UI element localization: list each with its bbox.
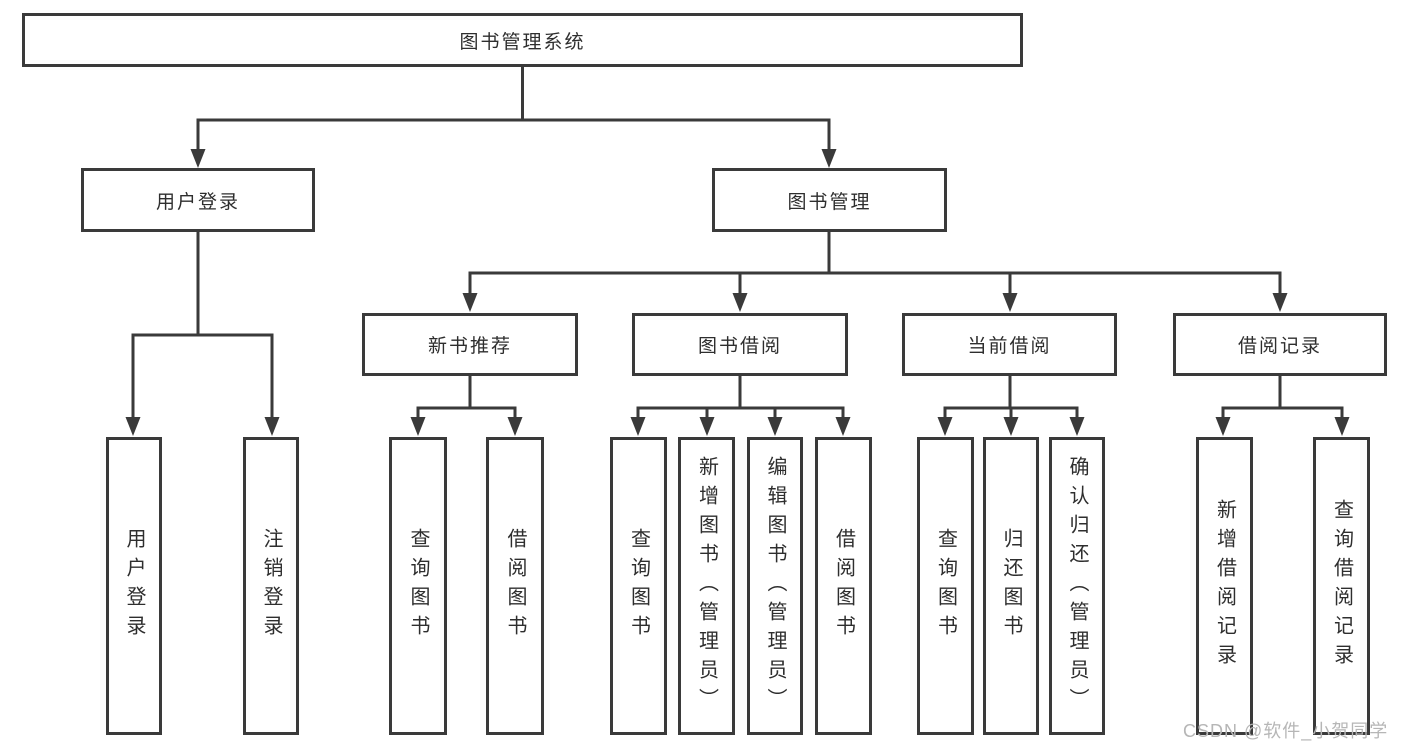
leaf-query-borrow-record: 查询借阅记录 (1313, 437, 1370, 735)
node-book-borrowing: 图书借阅 (632, 313, 848, 376)
leaf-user-login: 用户登录 (106, 437, 162, 735)
node-borrow-records: 借阅记录 (1173, 313, 1387, 376)
leaf-add-borrow-record: 新增借阅记录 (1196, 437, 1253, 735)
leaf-edit-books-admin: 编辑图书（管理员） (747, 437, 803, 735)
leaf-return-books: 归还图书 (983, 437, 1039, 735)
leaf-borrow-books-borrowing: 借阅图书 (815, 437, 872, 735)
node-library-management-system: 图书管理系统 (22, 13, 1023, 67)
leaf-borrow-books-recommend: 借阅图书 (486, 437, 544, 735)
node-book-management: 图书管理 (712, 168, 947, 232)
node-current-borrowing: 当前借阅 (902, 313, 1117, 376)
leaf-query-books-recommend: 查询图书 (389, 437, 447, 735)
leaf-logout: 注销登录 (243, 437, 299, 735)
leaf-confirm-return-admin: 确认归还（管理员） (1049, 437, 1105, 735)
arrowheads (125, 149, 1350, 436)
node-user-login: 用户登录 (81, 168, 315, 232)
csdn-watermark: CSDN @软件_小贺同学 (1183, 721, 1389, 741)
node-new-book-recommend: 新书推荐 (362, 313, 578, 376)
leaf-add-books-admin: 新增图书（管理员） (678, 437, 735, 735)
leaf-query-books-borrowing: 查询图书 (610, 437, 667, 735)
leaf-query-books-current: 查询图书 (917, 437, 974, 735)
